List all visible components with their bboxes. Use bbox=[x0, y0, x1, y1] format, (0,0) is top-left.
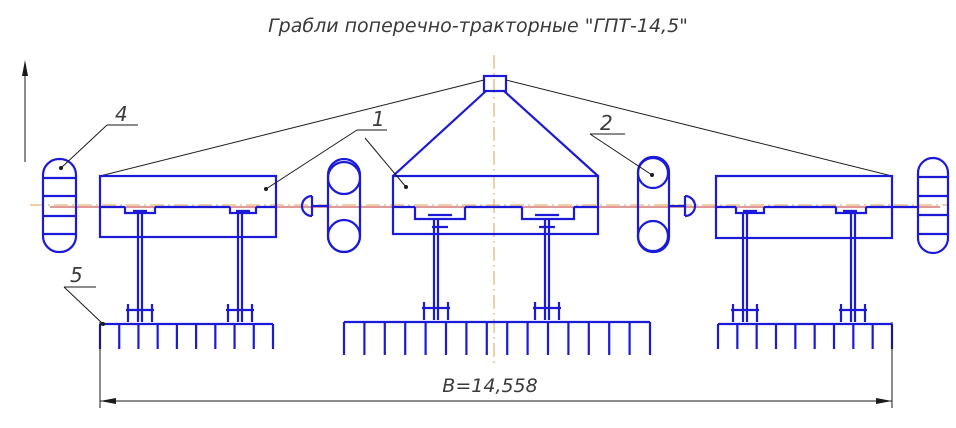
dimension-label: B=14,558 bbox=[442, 375, 537, 397]
right-section bbox=[714, 174, 918, 240]
coupler-right bbox=[669, 194, 697, 218]
svg-text:1: 1 bbox=[372, 107, 385, 131]
wheel-right-outer bbox=[916, 156, 950, 255]
callout-5: 5 bbox=[63, 263, 105, 326]
drawing-title: Грабли поперечно-тракторные "ГПТ-14,5" bbox=[268, 15, 688, 37]
callout-2: 2 bbox=[589, 111, 654, 177]
coupler-left bbox=[300, 194, 328, 218]
rake-combs bbox=[98, 320, 894, 355]
left-section bbox=[98, 174, 278, 239]
callout-4: 4 bbox=[59, 102, 138, 170]
callout-1: 1 bbox=[264, 107, 408, 191]
wheel-right-inner bbox=[636, 155, 671, 254]
rods bbox=[126, 212, 867, 322]
width-dimension: B=14,558 bbox=[99, 322, 893, 408]
center-frame-triangle bbox=[392, 90, 599, 177]
direction-arrow bbox=[22, 60, 28, 162]
svg-text:4: 4 bbox=[115, 102, 128, 126]
hitch-connector bbox=[99, 74, 893, 177]
svg-text:5: 5 bbox=[70, 263, 83, 287]
svg-text:2: 2 bbox=[600, 111, 613, 135]
wheel-left-outer bbox=[41, 157, 78, 254]
